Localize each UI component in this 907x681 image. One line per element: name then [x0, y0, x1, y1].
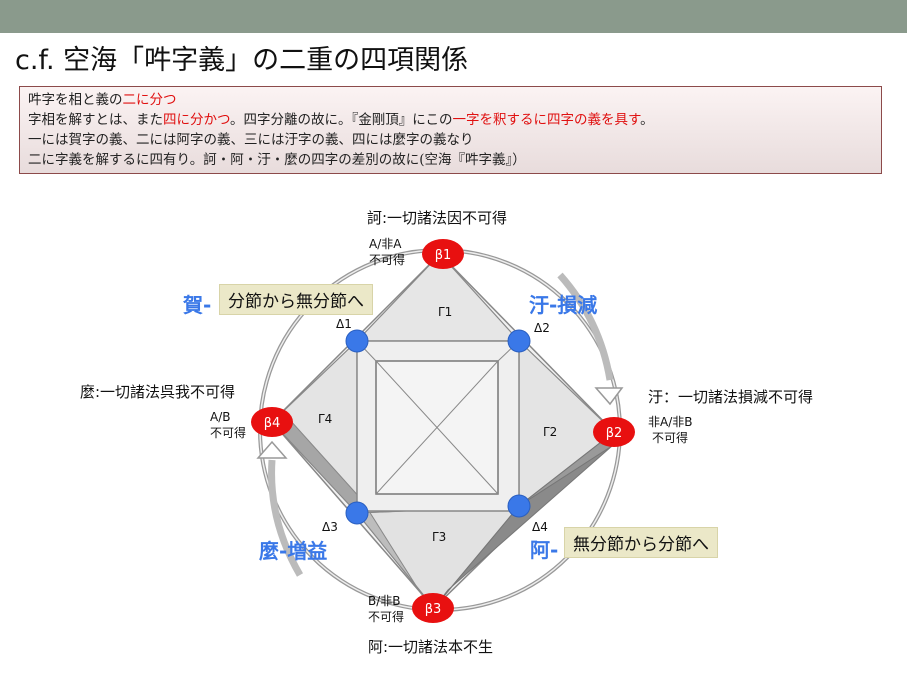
- quote-box: 吽字を相と義の二に分つ 字相を解すとは、また四に分かつ。四字分離の故に。『金剛頂…: [19, 86, 882, 174]
- gamma-label-4: Γ4: [318, 412, 332, 426]
- outer-text-top: 訶:一切諸法因不可得: [367, 209, 507, 227]
- beta-node-3: [412, 593, 454, 623]
- gamma-label-2: Γ2: [543, 425, 557, 439]
- annotation-b4-line1: A/B: [210, 410, 230, 424]
- annotation-b4-line2: 不可得: [210, 425, 246, 440]
- delta-node-1: [345, 329, 369, 353]
- outer-text-right: 汙：一切諸法損減不可得: [648, 388, 813, 406]
- outer-text-left: 麼:一切諸法呉我不可得: [80, 383, 235, 401]
- quote-line-3: 一には賀字の義、二には阿字の義、三には汙字の義、四には麼字の義なり: [28, 130, 881, 150]
- beta-label-4: β4: [264, 416, 281, 431]
- beta-node-2: [593, 417, 635, 447]
- quote-text: 字相を解すとは、また: [28, 112, 163, 128]
- blue-label-top-right: 汙-損減: [529, 293, 597, 317]
- quote-text: 吽字を相と義の: [28, 92, 123, 108]
- arrow-left-up: [268, 459, 304, 577]
- annotation-b2-line2: 不可得: [652, 430, 688, 445]
- gamma-label-1: Γ1: [438, 305, 452, 319]
- bevel-bottom-right: [433, 445, 613, 609]
- quote-text: 。四字分離の故に。『金剛頂』にこの: [229, 112, 453, 128]
- quote-text: 一には賀字の義、二には阿字の義、三には汙字の義、四には麼字の義なり: [28, 132, 474, 148]
- inner-diagonal-2: [375, 360, 499, 495]
- beta-label-2: β2: [606, 426, 623, 441]
- gamma-label-3: Γ3: [432, 530, 446, 544]
- delta-label-1: Δ1: [336, 317, 352, 331]
- blue-label-top-left: 賀-: [182, 293, 211, 317]
- delta-node-2: [507, 329, 531, 353]
- top-bar: [0, 0, 907, 33]
- blue-label-bottom-right: 阿-: [530, 538, 558, 562]
- beta-node-4: [251, 407, 293, 437]
- beta-label-1: β1: [435, 248, 452, 263]
- delta-node-3: [345, 501, 369, 525]
- quote-text: 二に字義を解するに四有り。訶・阿・汙・麼の四字の差別の故に(空海『吽字義』）: [28, 152, 526, 168]
- quote-highlight: 四に分かつ: [163, 112, 230, 128]
- outer-text-bottom: 阿:一切諸法本不生: [368, 638, 493, 656]
- quote-highlight: 一字を釈するに四字の義を具す: [452, 112, 641, 128]
- delta-label-4: Δ4: [532, 520, 548, 534]
- face-gamma-3: [355, 505, 521, 609]
- callout-bottom: 無分節から分節へ: [564, 527, 718, 558]
- quote-text: 。: [640, 112, 654, 128]
- delta-label-2: Δ2: [534, 321, 550, 335]
- annotation-b1-line1: A/非A: [369, 237, 402, 251]
- beta-node-1: [422, 239, 464, 269]
- quote-line-4: 二に字義を解するに四有り。訶・阿・汙・麼の四字の差別の故に(空海『吽字義』）: [28, 150, 881, 170]
- quote-line-1: 吽字を相と義の二に分つ: [28, 90, 881, 110]
- annotation-b2-line1: 非A/非B: [648, 415, 693, 429]
- page-title: c.f. 空海「吽字義」の二重の四項関係: [15, 45, 469, 76]
- callout-top: 分節から無分節へ: [219, 284, 373, 315]
- annotation-b3-line1: B/非B: [368, 594, 401, 608]
- arrow-right-down: [557, 272, 614, 381]
- delta-node-4: [507, 494, 531, 518]
- quote-highlight: 二に分つ: [122, 92, 177, 108]
- quote-line-2: 字相を解すとは、また四に分かつ。四字分離の故に。『金剛頂』にこの一字を釈するに四…: [28, 110, 881, 130]
- blue-label-bottom-left: 麼-増益: [259, 539, 327, 563]
- delta-label-3: Δ3: [322, 520, 338, 534]
- annotation-b1-line2: 不可得: [369, 252, 405, 267]
- annotation-b3-line2: 不可得: [368, 609, 404, 624]
- beta-label-3: β3: [425, 602, 442, 617]
